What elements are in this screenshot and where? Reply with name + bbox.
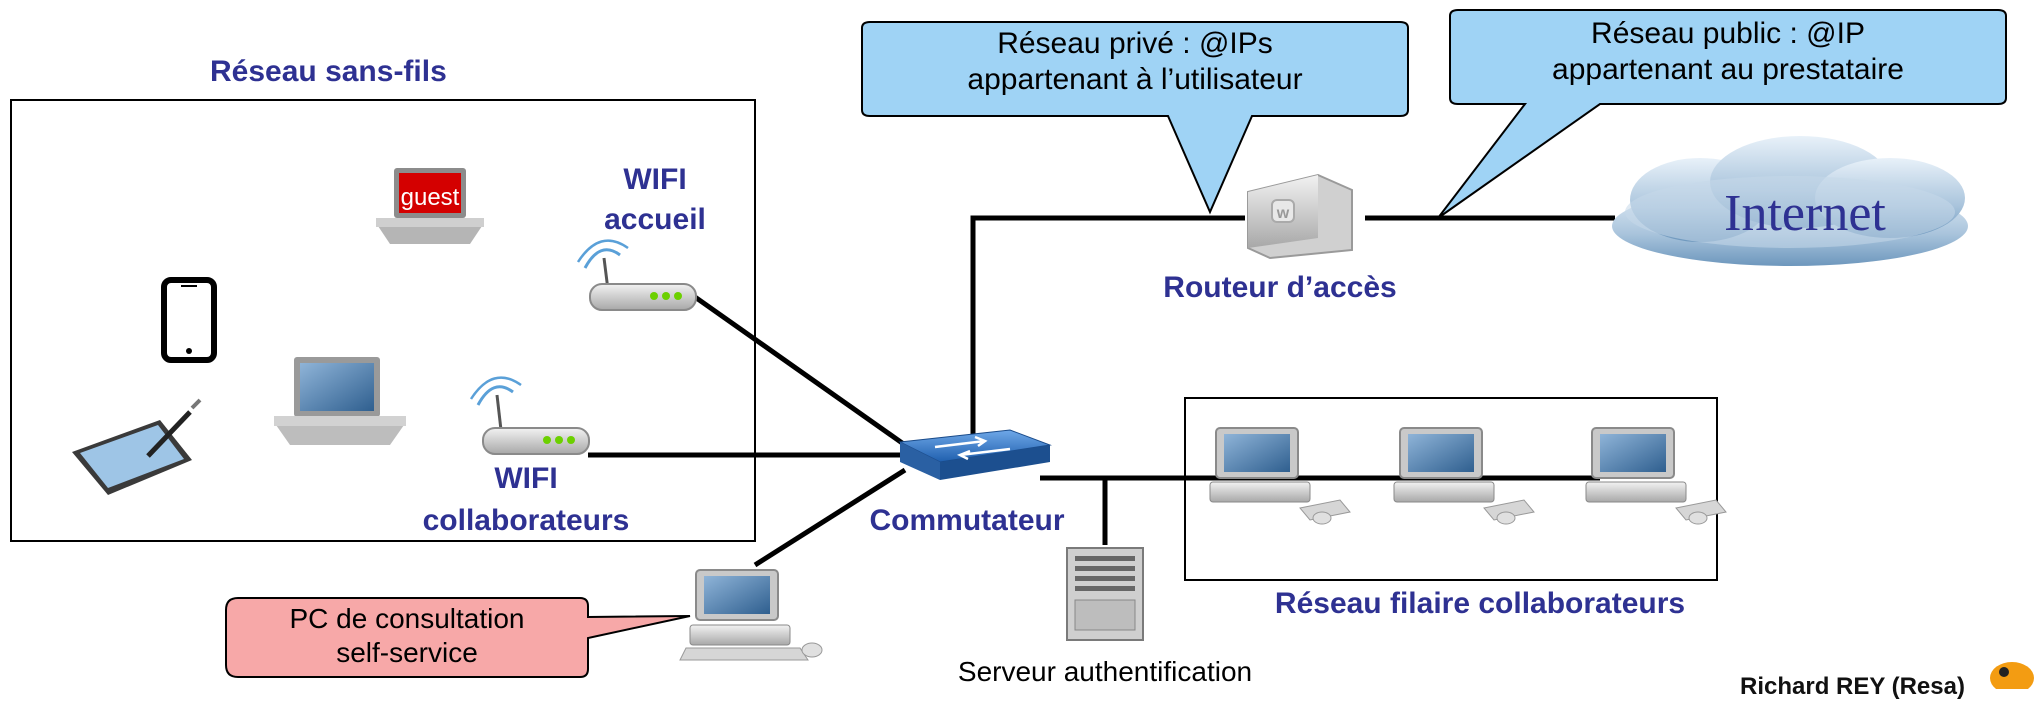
internet-cloud (1612, 136, 1968, 266)
public-network-callout-line1: Réseau public : @IP (1591, 17, 1865, 50)
internet-label: Internet (1724, 185, 1886, 242)
server-label: Serveur authentification (957, 656, 1253, 687)
smartphone-icon (161, 277, 217, 363)
wifi-staff-label: WIFI collaborateurs (396, 458, 656, 542)
private-network-callout-line2: appartenant à l’utilisateur (967, 63, 1303, 96)
wifi-staff-label-line2: collaborateurs (422, 504, 630, 537)
router-icon: w (1247, 173, 1353, 260)
author-credit: Richard REY (Resa) (1740, 673, 1965, 700)
wifi-guest-label-line2: accueil (604, 203, 706, 236)
wired-zone-box (1184, 397, 1718, 581)
guest-laptop-icon (376, 168, 484, 244)
kiosk-callout (225, 597, 691, 678)
wifi-guest-access-point-icon (576, 239, 697, 311)
switch-label: Commutateur (869, 504, 1065, 537)
kiosk-callout-line1: PC de consultation (289, 603, 525, 634)
kiosk-callout-text: PC de consultation self-service (230, 602, 584, 670)
kiosk-callout-line2: self-service (336, 637, 478, 668)
workstation-icon (1585, 427, 1727, 525)
network-links (588, 215, 1615, 568)
public-network-callout-line2: appartenant au prestataire (1552, 53, 1904, 86)
wireless-zone-box (10, 99, 756, 542)
wifi-staff-label-line1: WIFI (494, 462, 558, 495)
kiosk-pc-icon (679, 569, 823, 661)
public-network-callout-text: Réseau public : @IP appartenant au prest… (1458, 16, 1998, 88)
public-network-callout (1437, 9, 2007, 219)
wifi-guest-label-line1: WIFI (623, 163, 687, 196)
wireless-zone-title: Réseau sans-fils (210, 55, 447, 88)
private-network-callout (861, 21, 1409, 215)
private-network-callout-text: Réseau privé : @IPs appartenant à l’util… (870, 26, 1400, 98)
svg-text:w: w (1276, 205, 1290, 222)
server-icon (1066, 547, 1144, 641)
guest-laptop-screen-label: guest (401, 184, 460, 211)
workstation-icon (1209, 427, 1351, 525)
laptop-icon (274, 357, 406, 445)
workstation-icon (1393, 427, 1535, 525)
wired-zone-title: Réseau filaire collaborateurs (1274, 587, 1686, 620)
router-label: Routeur d’accès (1163, 271, 1397, 304)
tablet-icon (72, 398, 202, 495)
private-network-callout-line1: Réseau privé : @IPs (997, 27, 1273, 60)
wifi-guest-label: WIFI accueil (580, 160, 730, 240)
wifi-staff-access-point-icon (469, 376, 590, 455)
switch-icon (898, 429, 1052, 480)
author-logo-icon (1990, 662, 2034, 689)
